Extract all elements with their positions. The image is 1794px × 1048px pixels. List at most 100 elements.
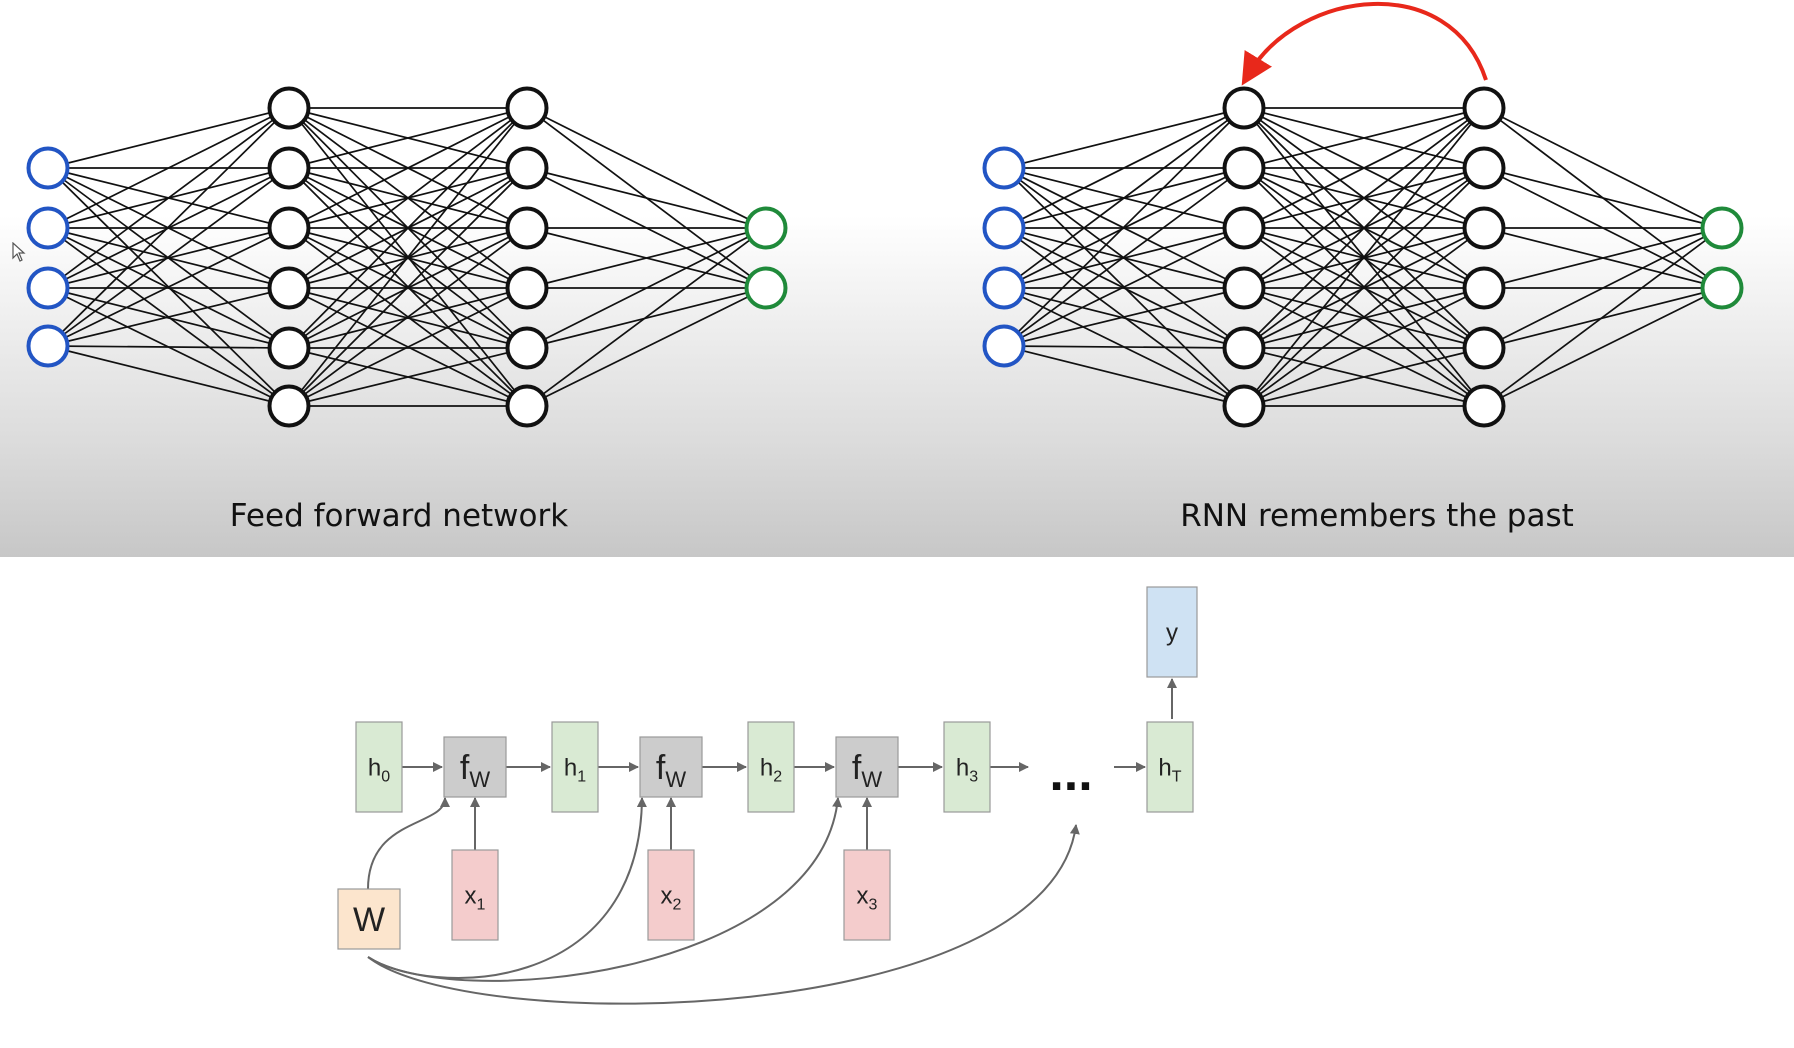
- output-box: y: [1146, 586, 1198, 678]
- hidden-state-box: h1: [551, 721, 599, 813]
- hidden-neuron: [1222, 146, 1266, 190]
- hidden-neuron: [1462, 86, 1506, 130]
- network-connection: [288, 227, 528, 407]
- network-connection: [1483, 287, 1723, 407]
- network-connection: [47, 107, 290, 169]
- input-box: x2: [647, 849, 695, 941]
- network-connection: [1243, 347, 1485, 407]
- hidden-state-box-label: hT: [1158, 754, 1181, 785]
- hidden-neuron: [1222, 326, 1266, 370]
- hidden-neuron: [1462, 206, 1506, 250]
- network-connection: [526, 227, 767, 349]
- network-connection: [288, 107, 528, 169]
- output-neuron: [744, 266, 788, 310]
- network-connection: [1243, 107, 1485, 349]
- network-connection: [1243, 107, 1485, 229]
- function-box-label: fW: [852, 749, 882, 792]
- input-neuron: [982, 324, 1026, 368]
- hidden-neuron: [505, 86, 549, 130]
- output-neuron: [744, 206, 788, 250]
- hidden-neuron: [1222, 206, 1266, 250]
- network-connection: [1483, 107, 1723, 229]
- network-connection: [1003, 107, 1245, 169]
- network-connection: [1243, 167, 1485, 407]
- network-connection: [47, 345, 290, 407]
- rnn-network: [982, 86, 1744, 428]
- function-box-label: fW: [656, 749, 686, 792]
- hidden-neuron: [267, 206, 311, 250]
- function-box: fW: [639, 736, 703, 798]
- network-connection: [288, 287, 528, 407]
- hidden-neuron: [1462, 384, 1506, 428]
- input-box-label: x2: [661, 882, 682, 913]
- network-connection: [47, 227, 290, 347]
- network-connection: [47, 107, 290, 347]
- hidden-state-box: h2: [747, 721, 795, 813]
- hidden-neuron: [1222, 384, 1266, 428]
- network-connection: [526, 227, 767, 289]
- network-connection: [288, 167, 528, 407]
- weight-arrow: [367, 797, 450, 890]
- hidden-neuron: [505, 206, 549, 250]
- feed-forward-network: [26, 86, 788, 428]
- feed-forward-caption: Feed forward network: [229, 498, 569, 534]
- network-connection: [526, 167, 767, 229]
- network-connection: [1003, 287, 1245, 349]
- input-neuron: [982, 266, 1026, 310]
- network-connection: [47, 167, 290, 347]
- hidden-neuron: [267, 326, 311, 370]
- network-connection: [47, 287, 290, 347]
- network-connection: [1003, 107, 1245, 289]
- output-neuron: [1700, 206, 1744, 250]
- hidden-neuron: [505, 146, 549, 190]
- network-connection: [526, 107, 767, 229]
- network-connection: [526, 227, 767, 407]
- network-connection: [1003, 167, 1245, 347]
- network-connection: [1243, 227, 1485, 407]
- network-connection: [1003, 345, 1245, 349]
- input-box-label: x1: [465, 882, 486, 913]
- input-box-label: x3: [857, 882, 878, 913]
- weight-box-label: W: [353, 901, 385, 939]
- network-connection: [47, 287, 290, 349]
- function-box-label: fW: [460, 749, 490, 792]
- hidden-neuron: [505, 384, 549, 428]
- weight-arrow: [367, 824, 1080, 1005]
- hidden-state-box-label: h1: [564, 754, 586, 785]
- function-box: fW: [443, 736, 507, 798]
- hidden-neuron: [1222, 266, 1266, 310]
- hidden-state-box: h0: [355, 721, 403, 813]
- hidden-state-box: hT: [1146, 721, 1194, 813]
- ellipsis: ...: [1049, 744, 1092, 802]
- weight-arrow: [367, 797, 843, 982]
- network-connection: [1003, 227, 1245, 347]
- hidden-neuron: [1462, 146, 1506, 190]
- unrolled-connections: [367, 678, 1177, 1005]
- hidden-neuron: [505, 326, 549, 370]
- input-neuron: [26, 266, 70, 310]
- network-connection: [1003, 345, 1245, 407]
- hidden-neuron: [505, 266, 549, 310]
- function-box: fW: [835, 736, 899, 798]
- network-connection: [1483, 227, 1723, 349]
- network-connection: [1003, 107, 1245, 347]
- hidden-state-box-label: h2: [760, 754, 782, 785]
- network-diagrams: [26, 2, 1744, 428]
- hidden-neuron: [1462, 326, 1506, 370]
- network-connection: [288, 107, 528, 289]
- network-connection: [1243, 107, 1485, 169]
- weight-box: W: [337, 888, 401, 950]
- output-box-label: y: [1166, 619, 1178, 646]
- network-connection: [288, 107, 528, 407]
- network-connection: [288, 107, 528, 349]
- network-connection: [47, 345, 290, 349]
- input-box: x1: [451, 849, 499, 941]
- network-connection: [288, 107, 528, 229]
- network-connection: [526, 287, 767, 407]
- network-connection: [1243, 107, 1485, 407]
- network-connection: [1483, 167, 1723, 229]
- network-connection: [1483, 227, 1723, 289]
- hidden-neuron: [1462, 266, 1506, 310]
- network-connection: [47, 107, 290, 289]
